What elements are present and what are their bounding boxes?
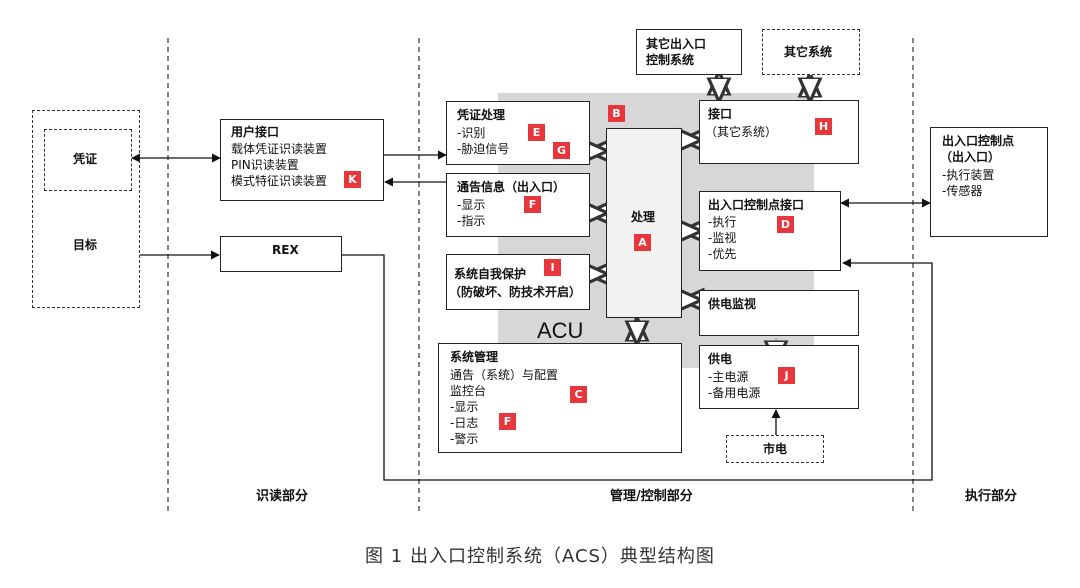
self-protection-line-2: （防破坏、防技术开启） [449,285,582,299]
interface-line: （其它系统） [705,125,778,139]
power-monitor-box [699,290,859,336]
tag-k: K [344,171,361,188]
processing-box [606,128,682,318]
notification-box [446,173,590,237]
user-interface-title: 用户接口 [231,125,280,139]
credential-processing-title: 凭证处理 [457,108,506,122]
notification-line-1: -显示 [457,198,486,212]
power-line-1: -主电源 [708,370,749,384]
section-read-label: 识读部分 [256,489,309,504]
mains-box [726,435,824,463]
user-interface-line-1: 载体凭证识读装置 [231,142,328,156]
system-management-title: 系统管理 [450,350,499,364]
tag-g: G [553,142,570,159]
rex-box [220,236,342,272]
figure-caption: 图 1 出入口控制系统（ACS）典型结构图 [365,546,715,567]
control-point-interface-title: 出入口控制点接口 [708,198,805,212]
tag-i: I [544,259,561,276]
system-management-box [438,343,682,453]
other-systems-label: 其它系统 [784,45,833,59]
mains-label: 市电 [763,442,788,456]
tag-d: D [777,216,794,233]
exec-point-title: 出入口控制点 [942,134,1015,148]
credential-processing-line-1: -识别 [457,126,486,140]
processing-title: 处理 [631,210,656,224]
notification-title: 通告信息（出入口） [457,180,566,194]
exec-point-line-3: -执行装置 [942,168,995,182]
self-protection-title: 系统自我保护 [454,267,527,281]
credential-box [44,129,132,191]
tag-f-system: F [499,413,516,430]
other-systems-box [762,29,860,75]
tag-j: J [778,367,795,384]
system-management-line-2: 监控台 [450,384,487,398]
interface-box [699,100,859,164]
control-point-interface-box [699,191,841,271]
other-acs-box [636,29,742,75]
user-interface-line-3: 模式特征识读装置 [231,174,328,188]
acu-label: ACU [537,318,584,343]
target-label: 目标 [73,238,98,252]
system-management-line-5: -警示 [450,432,479,446]
power-line-2: -备用电源 [708,386,761,400]
system-management-line-1: 通告（系统）与配置 [450,368,559,382]
exec-point-box [930,127,1048,237]
control-point-interface-line-2: -监视 [708,231,737,245]
system-management-line-4: -日志 [450,416,479,430]
other-acs-line-2: 控制系统 [646,53,695,67]
tag-b: B [608,105,625,122]
section-mgmt-label: 管理/控制部分 [610,489,693,504]
tag-f-notification: F [524,196,541,213]
subject-outer-box [32,110,140,308]
self-protection-box [446,254,590,310]
power-title: 供电 [708,352,733,366]
tag-c: C [570,386,587,403]
power-monitor-label: 供电监视 [708,297,757,311]
rex-loop-line [341,254,933,481]
user-interface-line-2: PIN识读装置 [231,158,299,172]
control-point-interface-line-3: -优先 [708,247,737,261]
tag-h: H [815,118,832,135]
exec-point-line-2: （出入口） [940,150,1001,164]
credential-label: 凭证 [73,152,98,166]
other-acs-line-1: 其它出入口 [646,37,707,51]
notification-line-2: -指示 [457,214,486,228]
tag-a: A [634,234,651,251]
rex-label: REX [272,243,299,257]
system-management-line-3: -显示 [450,400,479,414]
interface-title: 接口 [708,107,733,121]
control-point-interface-line-1: -执行 [708,215,737,229]
exec-point-line-4: -传感器 [942,184,983,198]
tag-e: E [528,124,545,141]
credential-processing-line-2: -胁迫信号 [457,142,510,156]
section-exec-label: 执行部分 [965,489,1018,504]
